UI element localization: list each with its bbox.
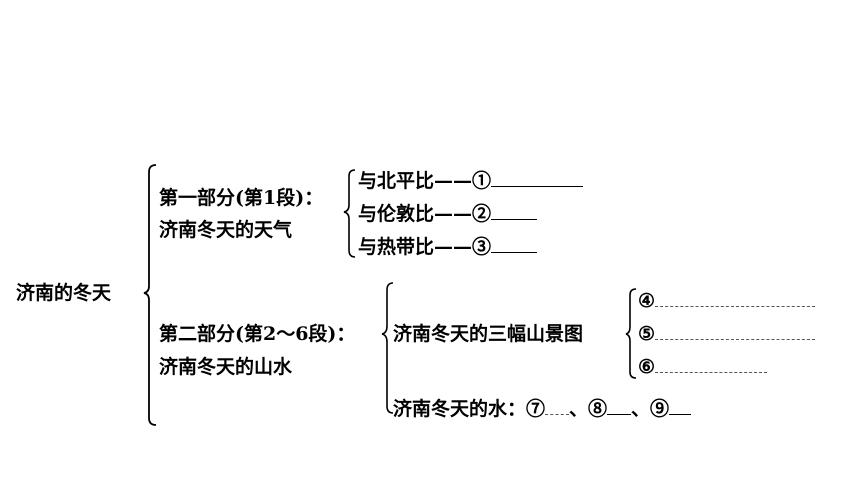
root-label: 济南的冬天: [16, 282, 112, 304]
mountain-item-5: ⑤: [638, 323, 816, 345]
answer-blank-8[interactable]: [607, 398, 632, 415]
part1-topic: 济南冬天的天气: [159, 219, 293, 241]
root-brace: [143, 164, 157, 426]
part2-brace: [381, 282, 394, 414]
answer-blank-5[interactable]: [655, 323, 816, 340]
answer-blank-3[interactable]: [491, 236, 538, 253]
part1-brace: [343, 169, 356, 258]
answer-blank-1[interactable]: [491, 170, 584, 187]
water-line: 济南冬天的水：⑦、⑧、⑨: [393, 398, 692, 420]
part1-item-3: 与热带比——③: [358, 236, 538, 258]
answer-blank-4[interactable]: [655, 290, 816, 307]
answer-blank-2[interactable]: [491, 203, 538, 220]
mountain-label: 济南冬天的三幅山景图: [393, 323, 584, 345]
part1-item-2: 与伦敦比——②: [358, 203, 538, 225]
part1-heading: 第一部分(第1段)：: [159, 187, 324, 209]
part2-heading: 第二部分(第2～6段)：: [159, 323, 356, 345]
mountain-item-6: ⑥: [638, 356, 768, 378]
mountain-brace: [625, 288, 637, 379]
answer-blank-9[interactable]: [669, 398, 692, 415]
mountain-item-4: ④: [638, 290, 816, 312]
part2-topic: 济南冬天的山水: [159, 356, 293, 378]
answer-blank-6[interactable]: [655, 356, 768, 373]
answer-blank-7[interactable]: [545, 398, 570, 415]
part1-item-1: 与北平比——①: [358, 170, 584, 192]
